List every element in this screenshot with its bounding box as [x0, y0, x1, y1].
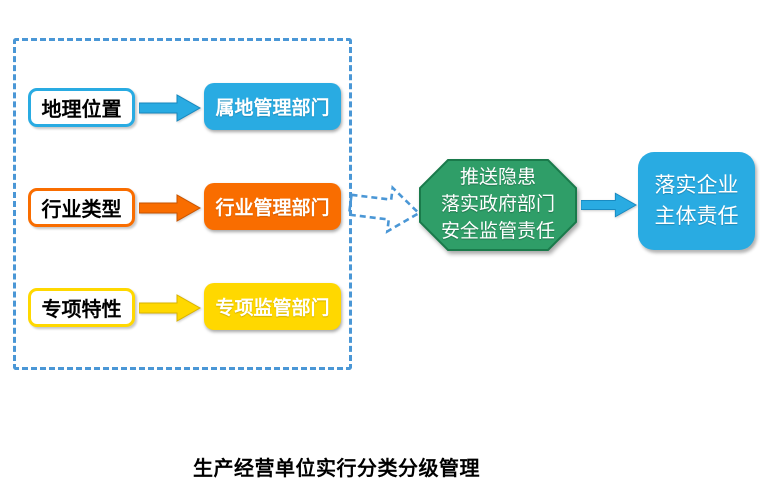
arrow-right-shape	[139, 194, 201, 222]
dashed-arrow-right-icon	[347, 185, 421, 234]
dept-box-industry: 行业管理部门	[204, 183, 341, 230]
dept-label-special-supervision: 专项监管部门	[215, 298, 330, 319]
arrow-right-icon	[139, 194, 201, 222]
government-line-3: 安全监管责任	[440, 221, 555, 242]
government-node-text: 推送隐患 落实政府部门 安全监管责任	[418, 164, 578, 245]
enterprise-line-1: 落实企业	[654, 174, 739, 197]
octagon-shape	[419, 159, 577, 251]
factor-label-industry: 行业类型	[41, 199, 122, 221]
arrow-right-shape	[581, 192, 637, 218]
government-line-2: 落实政府部门	[440, 194, 555, 215]
dept-label-industry: 行业管理部门	[215, 198, 330, 219]
enterprise-node: 落实企业 主体责任	[638, 152, 755, 250]
dept-box-special-supervision: 专项监管部门	[204, 283, 341, 330]
diagram-title: 生产经营单位实行分类分级管理	[193, 458, 480, 480]
factor-label-geographic: 地理位置	[41, 99, 122, 121]
factor-label-special: 专项特性	[41, 299, 122, 321]
dept-label-territorial: 属地管理部门	[215, 98, 330, 119]
government-octagon	[419, 159, 577, 251]
dept-box-territorial: 属地管理部门	[204, 83, 341, 130]
enterprise-line-2: 主体责任	[654, 205, 739, 228]
arrow-right-shape	[139, 94, 201, 122]
dashed-arrow-outline	[347, 185, 421, 234]
factor-box-special: 专项特性	[28, 288, 135, 327]
arrow-right-shape	[139, 294, 201, 322]
factor-box-industry: 行业类型	[28, 188, 135, 227]
government-line-1: 推送隐患	[459, 167, 536, 188]
arrow-right-icon	[139, 94, 201, 122]
classification-group-frame	[13, 38, 352, 370]
factor-box-geographic: 地理位置	[28, 88, 135, 127]
arrow-right-icon	[139, 294, 201, 322]
arrow-right-icon	[581, 192, 637, 218]
